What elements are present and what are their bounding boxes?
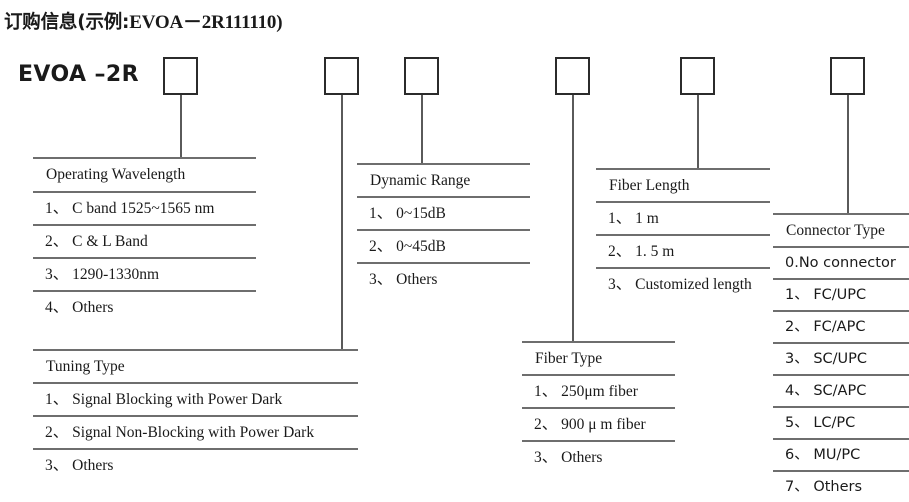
- title-suffix: ): [276, 12, 283, 33]
- table-row[interactable]: 2、 C & L Band: [33, 224, 256, 257]
- leader-line-connector-type: [847, 95, 849, 213]
- table-dynamic-range: Dynamic Range 1、 0~15dB 2、 0~45dB 3、 Oth…: [357, 163, 530, 295]
- table-row[interactable]: 6、 MU/PC: [773, 438, 909, 470]
- operating-wavelength-code-box[interactable]: [163, 57, 198, 95]
- table-row[interactable]: 3、 Customized length: [596, 267, 770, 300]
- table-row[interactable]: 3、 SC/UPC: [773, 342, 909, 374]
- dynamic-range-code-box[interactable]: [404, 57, 439, 95]
- table-row[interactable]: 1、 FC/UPC: [773, 278, 909, 310]
- table-row[interactable]: 1、 Signal Blocking with Power Dark: [33, 382, 358, 415]
- title-prefix: 订购信息(示例:: [4, 12, 130, 33]
- table-header-fiber-type: Fiber Type: [522, 341, 675, 374]
- table-row[interactable]: 3、 1290-1330nm: [33, 257, 256, 290]
- table-row[interactable]: 2、 Signal Non-Blocking with Power Dark: [33, 415, 358, 448]
- table-row[interactable]: 3、 Others: [522, 440, 675, 473]
- table-row[interactable]: 2、 900 μ m fiber: [522, 407, 675, 440]
- table-row[interactable]: 1、 1 m: [596, 201, 770, 234]
- table-row[interactable]: 0.No connector: [773, 246, 909, 278]
- leader-line-fiber-type: [572, 95, 574, 341]
- fiber-length-code-box[interactable]: [680, 57, 715, 95]
- table-row[interactable]: 7、 Others: [773, 470, 909, 502]
- table-row[interactable]: 2、 1. 5 m: [596, 234, 770, 267]
- table-header-connector-type: Connector Type: [773, 213, 909, 246]
- table-row[interactable]: 4、 Others: [33, 290, 256, 323]
- table-row[interactable]: 1、 250μm fiber: [522, 374, 675, 407]
- table-operating-wavelength: Operating Wavelength 1、 C band 1525~1565…: [33, 157, 256, 323]
- table-header-tuning-type: Tuning Type: [33, 349, 358, 382]
- tuning-type-code-box[interactable]: [324, 57, 359, 95]
- table-header-fiber-length: Fiber Length: [596, 168, 770, 201]
- leader-line-tuning-type: [341, 95, 343, 351]
- leader-line-fiber-length: [697, 95, 699, 168]
- table-tuning-type: Tuning Type 1、 Signal Blocking with Powe…: [33, 349, 358, 481]
- table-row[interactable]: 3、 Others: [357, 262, 530, 295]
- table-row[interactable]: 3、 Others: [33, 448, 358, 481]
- table-fiber-length: Fiber Length 1、 1 m 2、 1. 5 m 3、 Customi…: [596, 168, 770, 300]
- table-connector-type: Connector Type 0.No connector 1、 FC/UPC …: [773, 213, 909, 502]
- title-example-code: EVOA－2R111110: [129, 12, 277, 33]
- page-title: 订购信息(示例:EVOA－2R111110): [4, 7, 283, 34]
- table-header-dynamic-range: Dynamic Range: [357, 163, 530, 196]
- base-part-number: EVOA –2R: [18, 62, 139, 87]
- connector-type-code-box[interactable]: [830, 57, 865, 95]
- leader-line-dynamic-range: [421, 95, 423, 163]
- table-row[interactable]: 1、 0~15dB: [357, 196, 530, 229]
- table-header-operating-wavelength: Operating Wavelength: [33, 157, 256, 191]
- fiber-type-code-box[interactable]: [555, 57, 590, 95]
- table-row[interactable]: 1、 C band 1525~1565 nm: [33, 191, 256, 224]
- table-row[interactable]: 4、 SC/APC: [773, 374, 909, 406]
- leader-line-operating-wavelength: [180, 95, 182, 157]
- table-row[interactable]: 2、 FC/APC: [773, 310, 909, 342]
- table-row[interactable]: 2、 0~45dB: [357, 229, 530, 262]
- table-row[interactable]: 5、 LC/PC: [773, 406, 909, 438]
- table-fiber-type: Fiber Type 1、 250μm fiber 2、 900 μ m fib…: [522, 341, 675, 473]
